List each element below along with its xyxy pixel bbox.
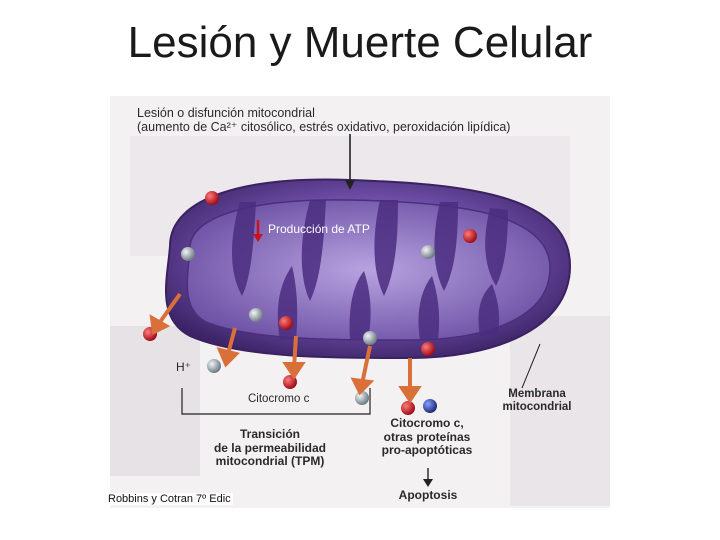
- cytochrome-particle: [363, 331, 377, 345]
- cytochrome-particle: [421, 245, 435, 259]
- membrane-label: Membrana mitocondrial: [492, 388, 582, 414]
- tpm-label-line1: Transición: [190, 428, 350, 442]
- background-text-shadow: [110, 326, 200, 476]
- injury-label: Lesión o disfunción mitocondrial (aument…: [137, 106, 510, 134]
- proapoptotic-line2: otras proteínas: [372, 431, 482, 445]
- released-protein-particle: [423, 399, 437, 413]
- atp-production-label: Producción de ATP: [268, 223, 370, 236]
- figure-credit: Robbins y Cotran 7º Edic: [106, 493, 233, 505]
- cytochrome-particle: [355, 391, 369, 405]
- cytochrome-particle: [249, 308, 263, 322]
- proapoptotic-line3: pro-apoptóticas: [372, 444, 482, 458]
- calcium-particle: [421, 342, 435, 356]
- calcium-particle: [463, 229, 477, 243]
- injury-label-line1: Lesión o disfunción mitocondrial: [137, 106, 510, 120]
- proton-particle: [207, 359, 221, 373]
- proapoptotic-proteins-label: Citocromo c, otras proteínas pro-apoptót…: [372, 417, 482, 458]
- cytochrome-particle: [181, 247, 195, 261]
- proton-label: H⁺: [176, 361, 191, 374]
- figure-graphic: [110, 96, 610, 508]
- injury-label-line2: (aumento de Ca²⁺ citosólico, estrés oxid…: [137, 120, 510, 134]
- tpm-label: Transición de la permeabilidad mitocondr…: [190, 428, 350, 469]
- tpm-label-line3: mitocondrial (TPM): [190, 455, 350, 469]
- membrane-label-line1: Membrana: [492, 388, 582, 401]
- cytochrome-label: Citocromo c: [248, 393, 309, 406]
- slide-title: Lesión y Muerte Celular: [0, 18, 720, 68]
- proapoptotic-line1: Citocromo c,: [372, 417, 482, 431]
- released-protein-particle: [401, 401, 415, 415]
- membrane-label-line2: mitocondrial: [492, 401, 582, 414]
- mitochondria-figure: Lesión o disfunción mitocondrial (aument…: [110, 96, 610, 508]
- calcium-particle: [279, 316, 293, 330]
- apoptosis-label: Apoptosis: [388, 489, 468, 502]
- calcium-particle: [205, 191, 219, 205]
- tpm-label-line2: de la permeabilidad: [190, 442, 350, 456]
